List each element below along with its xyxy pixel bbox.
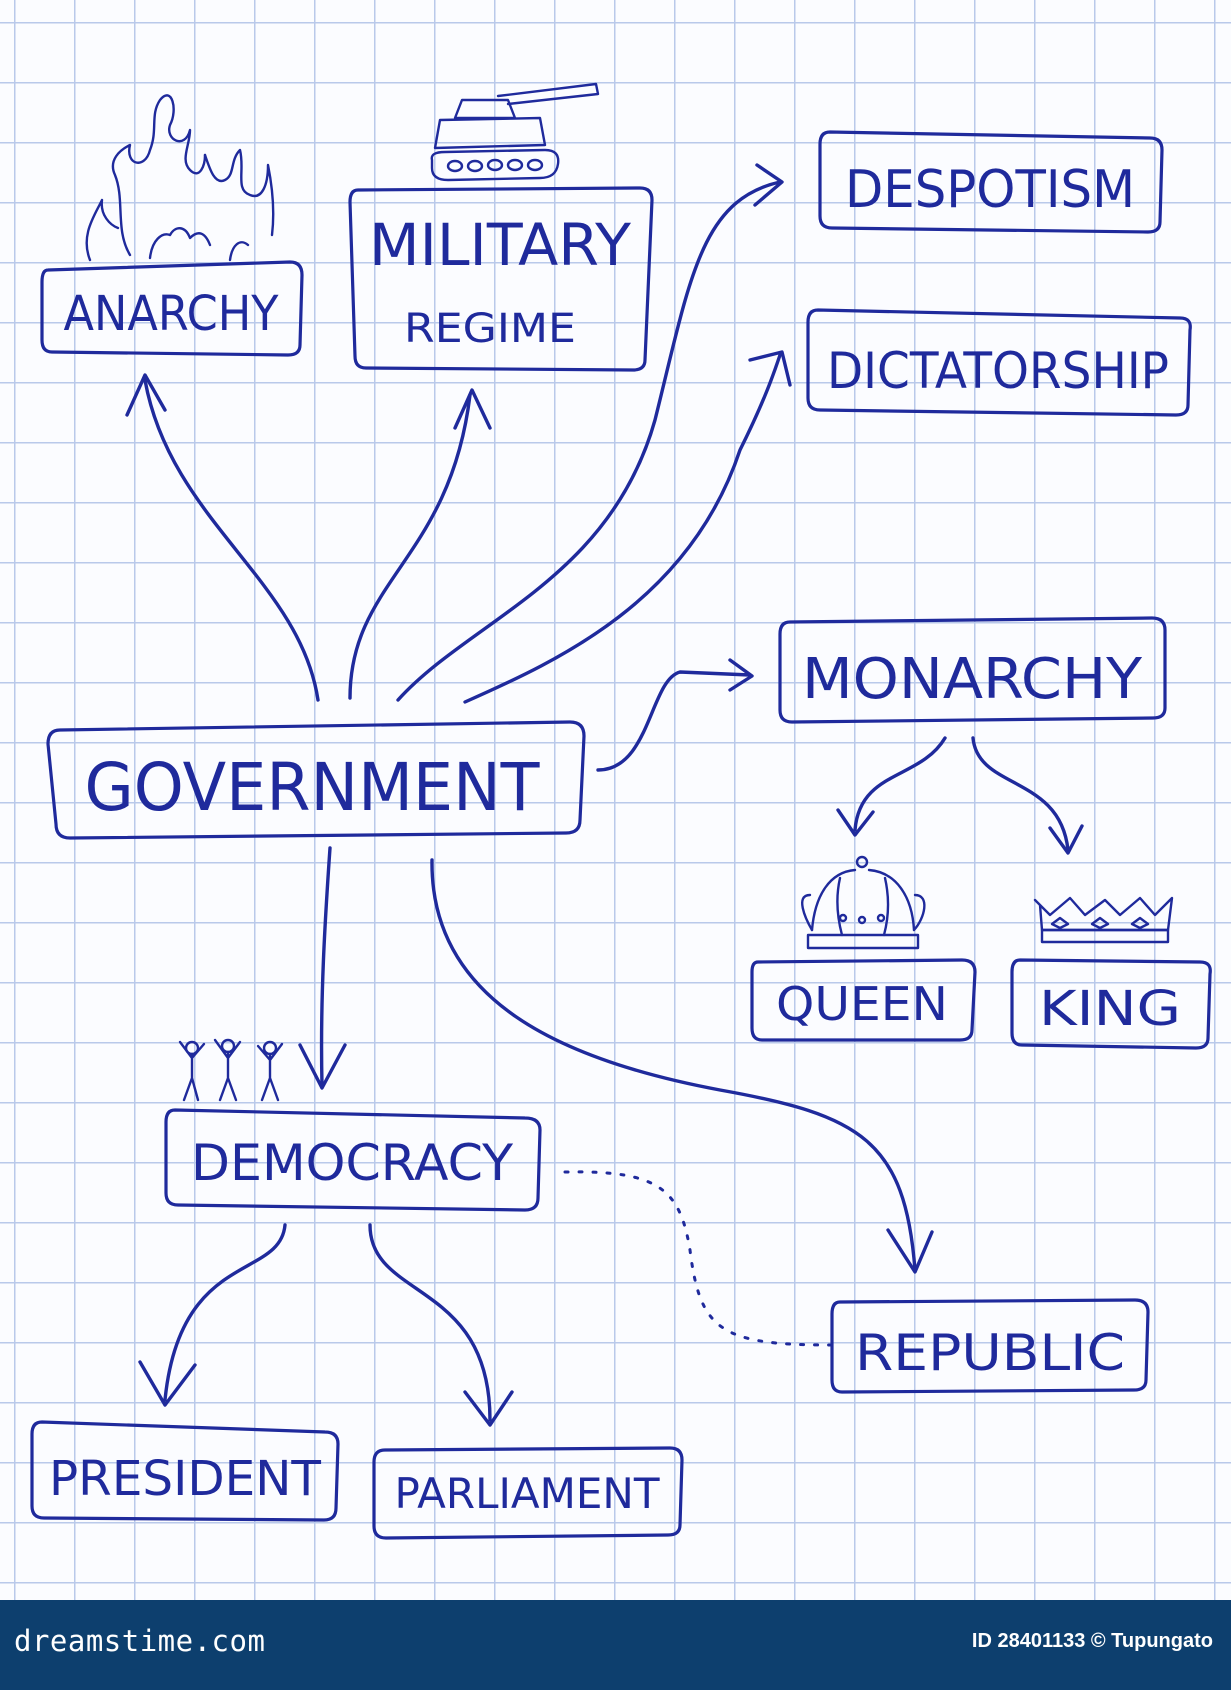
node-military-line2: REGIME [404, 306, 576, 352]
arrow-government-to-anarchy [145, 380, 318, 700]
node-parliament: PARLIAMENT [395, 1469, 660, 1518]
tank-icon [432, 84, 598, 180]
node-democracy: DEMOCRACY [191, 1134, 513, 1192]
node-queen: QUEEN [776, 977, 948, 1031]
people-icon [180, 1040, 282, 1100]
arrow-democracy-to-president [165, 1225, 285, 1400]
queen-crown-icon [802, 857, 924, 948]
arrow-government-to-dictatorship [465, 355, 780, 702]
footer-brand[interactable]: dreamstime.com [14, 1624, 265, 1658]
node-king: KING [1039, 981, 1181, 1037]
footer-bar: dreamstime.com ID 28401133 © Tupungato [0, 1600, 1231, 1690]
node-despotism: DESPOTISM [845, 160, 1135, 220]
node-government: GOVERNMENT [85, 749, 541, 826]
node-dictatorship: DICTATORSHIP [827, 342, 1169, 400]
arrow-government-to-monarchy [598, 672, 750, 770]
node-monarchy: MONARCHY [802, 647, 1143, 712]
arrow-government-to-democracy [322, 848, 330, 1085]
king-crown-icon [1035, 898, 1172, 942]
footer-id-credit: ID 28401133 © Tupungato [972, 1630, 1213, 1653]
node-republic: REPUBLIC [855, 1324, 1125, 1382]
fire-icon [87, 95, 274, 260]
node-president: PRESIDENT [49, 1451, 322, 1507]
arrow-head-military [455, 390, 490, 428]
arrow-democracy-to-parliament [370, 1225, 490, 1420]
dotted-link-democracy-republic [565, 1172, 830, 1345]
node-military-line1: MILITARY [369, 211, 632, 279]
government-mind-map: ANARCHY MILITARY REGIME DESPOTISM DICTAT… [0, 0, 1231, 1600]
node-anarchy: ANARCHY [64, 286, 280, 342]
